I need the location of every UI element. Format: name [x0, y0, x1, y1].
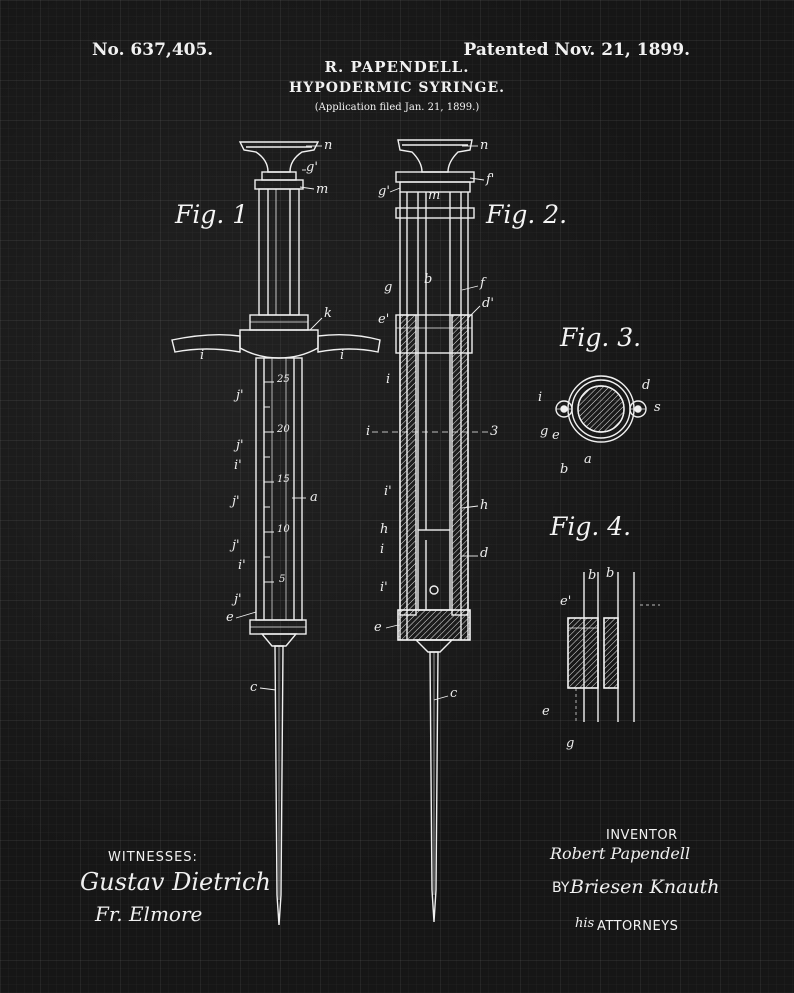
scale-5: 5 — [279, 574, 286, 585]
fig2-label-b: b — [424, 272, 433, 287]
witness-2-signature: Fr. Elmore — [95, 902, 203, 926]
fig2-label-f: f — [480, 276, 485, 291]
inventor-name: R. PAPENDELL. — [324, 58, 470, 76]
fig2-label-e: e — [374, 620, 382, 635]
fig2-label-f-prime: f' — [486, 172, 495, 187]
fig1-label-j4: j' — [232, 538, 240, 553]
fig2-label-i3: i — [380, 542, 385, 557]
fig4-label-b2: b — [606, 566, 615, 581]
figure-1-label: Fig. 1 — [175, 200, 249, 229]
fig2-label-i4: i' — [380, 580, 388, 595]
patent-date: Patented Nov. 21, 1899. — [463, 40, 690, 60]
fig4-label-g: g — [566, 736, 575, 751]
scale-20: 20 — [277, 424, 290, 435]
fig1-label-g-prime: g' — [306, 160, 318, 175]
fig2-label-n: n — [480, 138, 489, 153]
witnesses-label: WITNESSES: — [108, 850, 198, 865]
fig3-label-s: s — [654, 400, 661, 415]
figure-4-label: Fig. 4. — [550, 512, 632, 541]
fig3-label-i: i — [538, 390, 543, 405]
scale-10: 10 — [277, 524, 290, 535]
by-label: BY — [552, 880, 570, 896]
attorney-signature: Briesen Knauth — [570, 876, 720, 898]
inventor-signature: Robert Papendell — [550, 844, 691, 863]
fig3-label-d: d — [642, 378, 651, 393]
figure-4-detail — [567, 572, 660, 722]
fig2-label-i1: i — [386, 372, 391, 387]
fig1-label-i3: i' — [238, 558, 246, 573]
inventor-label: INVENTOR — [606, 828, 678, 843]
fig1-label-e: e — [226, 610, 234, 625]
fig2-label-h: h — [480, 498, 489, 513]
fig2-label-g-prime: g' — [378, 184, 390, 199]
fig2-label-e-prime: e' — [378, 312, 390, 327]
fig1-label-j2: j' — [236, 438, 244, 453]
witness-1-signature: Gustav Dietrich — [80, 868, 271, 896]
fig2-label-i2: i' — [384, 484, 392, 499]
fig4-label-e: e — [542, 704, 550, 719]
fig1-label-i-left: i — [200, 348, 205, 363]
fig1-label-n: n — [324, 138, 333, 153]
his-word: his — [575, 916, 595, 931]
fig2-label-3: 3 — [490, 424, 499, 439]
fig1-label-j5: j' — [234, 592, 242, 607]
attorneys-label: ATTORNEYS — [597, 919, 679, 934]
fig2-label-i-section: i — [366, 424, 371, 439]
figure-3-label: Fig. 3. — [560, 323, 642, 352]
fig4-label-b1: b — [588, 568, 597, 583]
figure-1-syringe — [171, 141, 381, 926]
fig2-label-m: m — [428, 188, 441, 203]
fig2-label-c: c — [450, 686, 458, 701]
fig1-label-i2: i' — [234, 458, 242, 473]
fig3-label-b: b — [560, 462, 569, 477]
fig1-label-j1: j' — [236, 388, 244, 403]
fig1-label-a: a — [310, 490, 318, 505]
fig1-label-m: m — [316, 182, 329, 197]
figure-2-label: Fig. 2. — [486, 200, 568, 229]
fig1-label-c: c — [250, 680, 258, 695]
patent-number: No. 637,405. — [92, 40, 214, 60]
fig2-label-d: d — [480, 546, 489, 561]
filing-note: (Application filed Jan. 21, 1899.) — [314, 102, 480, 113]
fig3-label-a: a — [584, 452, 592, 467]
figure-2-section — [372, 139, 488, 923]
fig4-label-e-prime: e' — [560, 594, 572, 609]
fig2-label-g: g — [384, 280, 393, 295]
scale-15: 15 — [277, 474, 290, 485]
fig1-label-j3: j' — [232, 494, 240, 509]
fig3-label-g: g — [540, 424, 549, 439]
invention-title: HYPODERMIC SYRINGE. — [288, 80, 506, 96]
fig1-label-k: k — [324, 306, 332, 321]
scale-25: 25 — [277, 374, 290, 385]
fig1-label-i-right: i — [340, 348, 345, 363]
figure-3-cross-section — [555, 375, 647, 443]
fig2-label-h2: h — [380, 522, 389, 537]
fig3-label-e: e — [552, 428, 560, 443]
fig2-label-d-prime: d' — [482, 296, 494, 311]
